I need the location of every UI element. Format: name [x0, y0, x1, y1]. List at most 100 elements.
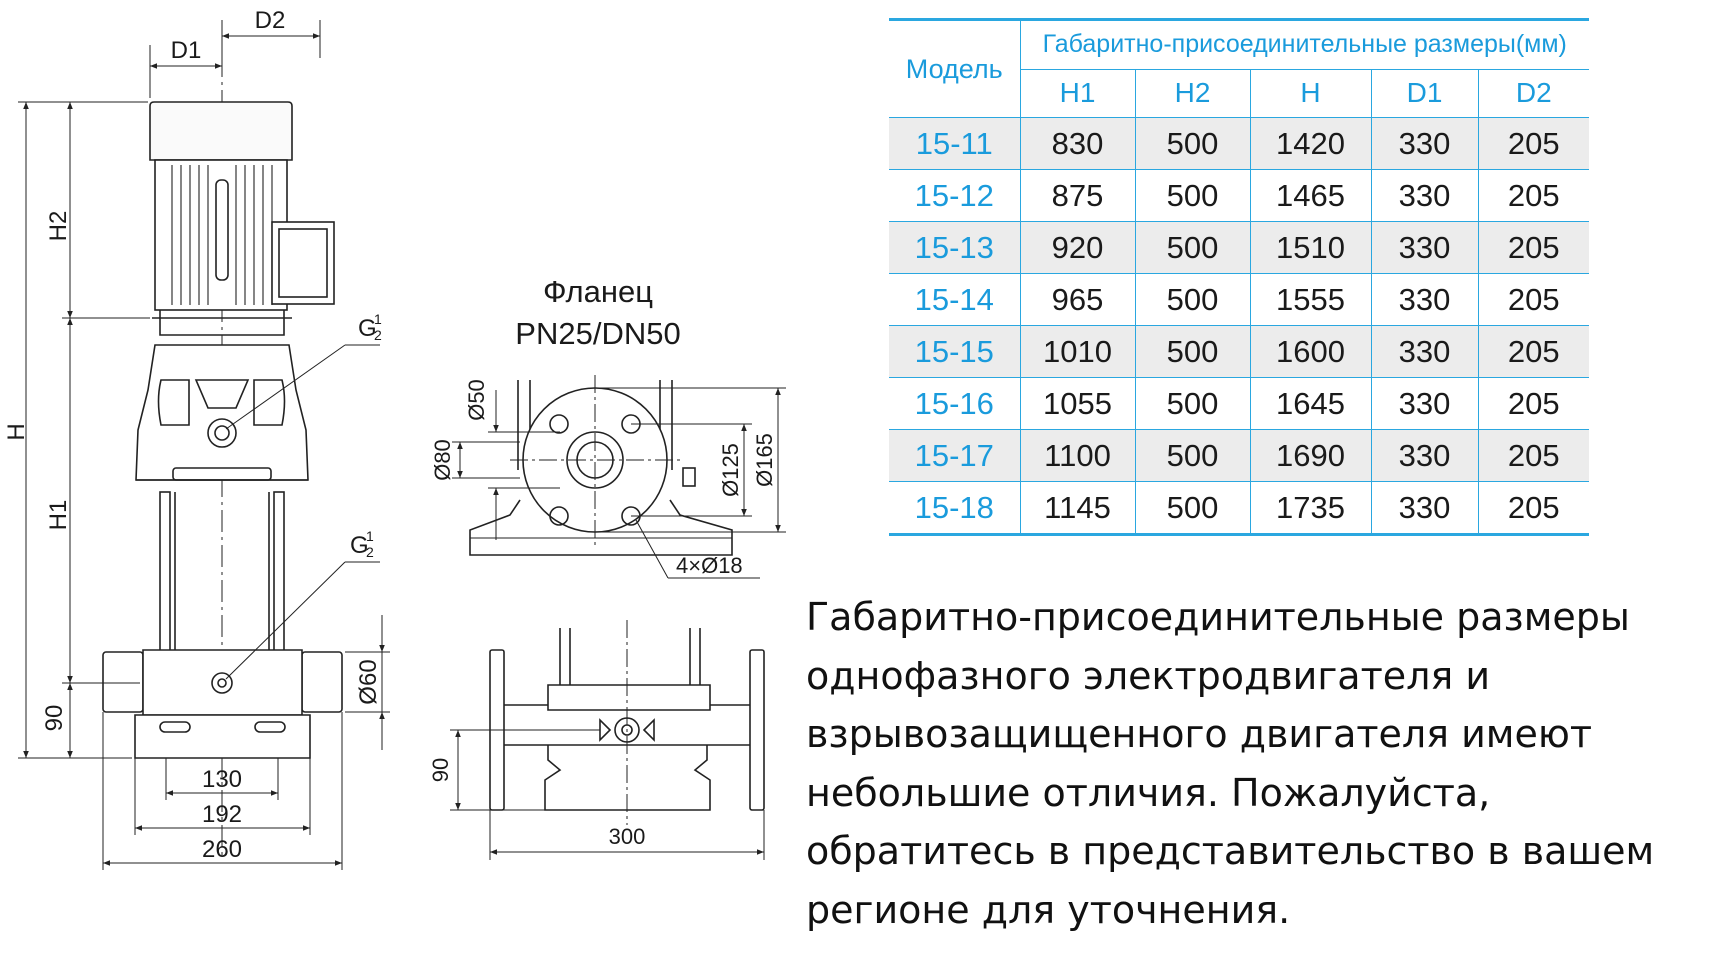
model-cell: 15-14 [889, 273, 1021, 326]
thread-label-upper: G 1 2 [358, 311, 382, 343]
d1-cell: 330 [1370, 117, 1479, 170]
dim-192-label: 192 [202, 801, 242, 828]
flange-title-line1: Фланец [543, 274, 653, 309]
note-paragraph: Габаритно-присоединительные размеры одно… [806, 588, 1706, 939]
column-header-D2: D2 [1477, 68, 1590, 119]
pump-bottom-view [489, 620, 765, 825]
dim-H1-label: H1 [45, 500, 72, 531]
dim-holes-label: 4×Ø18 [676, 553, 743, 578]
dim-130-label: 130 [202, 766, 242, 793]
d2-cell: 205 [1477, 273, 1590, 326]
h2-cell: 500 [1134, 429, 1251, 482]
flange-front-view [469, 375, 733, 556]
dim-D1-label: D1 [171, 37, 202, 64]
dim-H2-label: H2 [45, 211, 72, 242]
d2-cell: 205 [1477, 169, 1590, 222]
h1-cell: 1055 [1019, 377, 1136, 430]
d2-cell: 205 [1477, 221, 1590, 274]
svg-text:G: G [350, 532, 369, 559]
h1-cell: 875 [1019, 169, 1136, 222]
svg-text:1: 1 [366, 528, 374, 544]
svg-text:2: 2 [374, 327, 382, 343]
h1-cell: 830 [1019, 117, 1136, 170]
d1-cell: 330 [1370, 481, 1479, 535]
h-cell: 1465 [1249, 169, 1372, 222]
dim-260-label: 260 [202, 836, 242, 863]
h2-cell: 500 [1134, 325, 1251, 378]
d2-cell: 205 [1477, 325, 1590, 378]
pump-dimension-drawing: D2 D1 H H2 H1 90 Ø60 130 192 260 G 1 2 G… [3, 7, 786, 870]
h-cell: 1690 [1249, 429, 1372, 482]
h1-cell: 1010 [1019, 325, 1136, 378]
dimensions-table: Модель Габаритно-присоединительные разме… [889, 18, 1590, 536]
dim-300-label: 300 [609, 824, 646, 849]
d1-cell: 330 [1370, 377, 1479, 430]
d2-cell: 205 [1477, 429, 1590, 482]
main-dimensions [18, 20, 390, 870]
model-cell: 15-12 [889, 169, 1021, 222]
dim-90-left-label: 90 [41, 705, 68, 732]
h-cell: 1555 [1249, 273, 1372, 326]
dim-dia80-label: Ø80 [430, 439, 455, 481]
h2-cell: 500 [1134, 377, 1251, 430]
flange-dimensions [452, 387, 786, 579]
h2-cell: 500 [1134, 169, 1251, 222]
dim-90-bottom-label: 90 [428, 758, 453, 782]
dimensions-group-header: Габаритно-присоединительные размеры(мм) [1019, 19, 1590, 70]
model-cell: 15-17 [889, 429, 1021, 482]
h1-cell: 920 [1019, 221, 1136, 274]
dim-H-label: H [3, 423, 30, 440]
dim-dia60-label: Ø60 [355, 659, 382, 704]
h2-cell: 500 [1134, 481, 1251, 535]
h-cell: 1600 [1249, 325, 1372, 378]
flange-title-line2: PN25/DN50 [515, 316, 680, 351]
h1-cell: 1145 [1019, 481, 1136, 535]
h2-cell: 500 [1134, 221, 1251, 274]
model-column-header: Модель [889, 19, 1021, 118]
d1-cell: 330 [1370, 325, 1479, 378]
svg-text:2: 2 [366, 544, 374, 560]
h-cell: 1420 [1249, 117, 1372, 170]
column-header-H2: H2 [1134, 68, 1251, 119]
h2-cell: 500 [1134, 117, 1251, 170]
dim-dia50-label: Ø50 [464, 379, 489, 421]
h1-cell: 1100 [1019, 429, 1136, 482]
model-cell: 15-16 [889, 377, 1021, 430]
d1-cell: 330 [1370, 169, 1479, 222]
model-cell: 15-11 [889, 117, 1021, 170]
dim-dia165-label: Ø165 [752, 433, 777, 487]
column-header-H1: H1 [1019, 68, 1136, 119]
note-line: однофазного электродвигателя и [806, 653, 1491, 698]
note-line: Габаритно-присоединительные размеры [806, 595, 1630, 639]
note-line: взрывозащищенного двигателя имеют [806, 712, 1592, 756]
h1-cell: 965 [1019, 273, 1136, 326]
model-cell: 15-13 [889, 221, 1021, 274]
d1-cell: 330 [1370, 273, 1479, 326]
h-cell: 1735 [1249, 481, 1372, 535]
h-cell: 1645 [1249, 377, 1372, 430]
d2-cell: 205 [1477, 481, 1590, 535]
column-header-D1: D1 [1370, 68, 1479, 119]
pump-side-view [102, 20, 343, 860]
note-line: регионе для уточнения. [806, 887, 1291, 932]
note-line: небольшие отличия. Пожалуйста, [806, 770, 1491, 815]
h2-cell: 500 [1134, 273, 1251, 326]
d2-cell: 205 [1477, 117, 1590, 170]
svg-text:1: 1 [374, 311, 382, 327]
d1-cell: 330 [1370, 429, 1479, 482]
note-line: обратитесь в представительство в вашем [806, 829, 1655, 873]
d2-cell: 205 [1477, 377, 1590, 430]
svg-text:G: G [358, 315, 377, 342]
dim-dia125-label: Ø125 [718, 443, 743, 497]
column-header-H: H [1249, 68, 1372, 119]
h-cell: 1510 [1249, 221, 1372, 274]
model-cell: 15-15 [889, 325, 1021, 378]
